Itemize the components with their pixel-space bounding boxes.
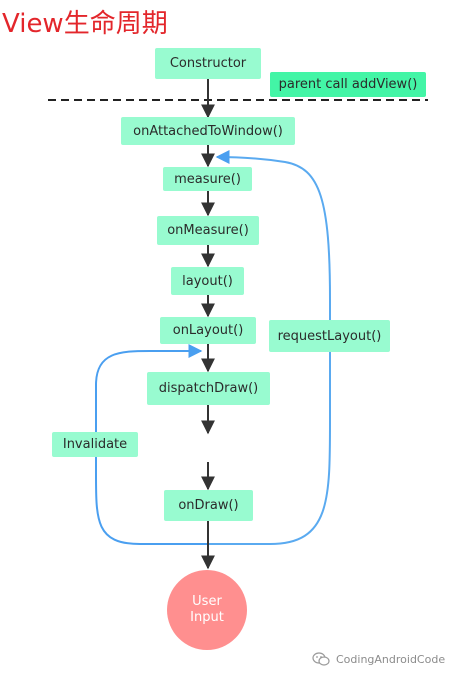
diagram-title: View生命周期 bbox=[2, 9, 168, 39]
wechat-icon bbox=[312, 652, 330, 666]
node-on-attached-to-window: onAttachedToWindow() bbox=[121, 117, 295, 145]
node-layout: layout() bbox=[171, 267, 244, 295]
node-user-input: User Input bbox=[167, 570, 247, 650]
node-constructor: Constructor bbox=[155, 48, 261, 79]
watermark-text: CodingAndroidCode bbox=[336, 652, 446, 666]
user-input-line1: User bbox=[192, 594, 222, 609]
node-dispatch-draw: dispatchDraw() bbox=[147, 372, 270, 405]
node-parent-call-addview: parent call addView() bbox=[270, 72, 426, 97]
watermark: CodingAndroidCode bbox=[312, 652, 445, 666]
node-measure: measure() bbox=[163, 167, 252, 191]
node-on-layout: onLayout() bbox=[160, 317, 256, 344]
node-invalidate: Invalidate bbox=[52, 432, 138, 457]
node-on-draw: onDraw() bbox=[164, 490, 253, 521]
request-layout-loop-path bbox=[209, 150, 331, 545]
node-request-layout: requestLayout() bbox=[269, 320, 390, 352]
node-on-measure: onMeasure() bbox=[157, 216, 259, 245]
invalidate-loop-path bbox=[94, 344, 207, 545]
user-input-line2: Input bbox=[190, 610, 224, 625]
